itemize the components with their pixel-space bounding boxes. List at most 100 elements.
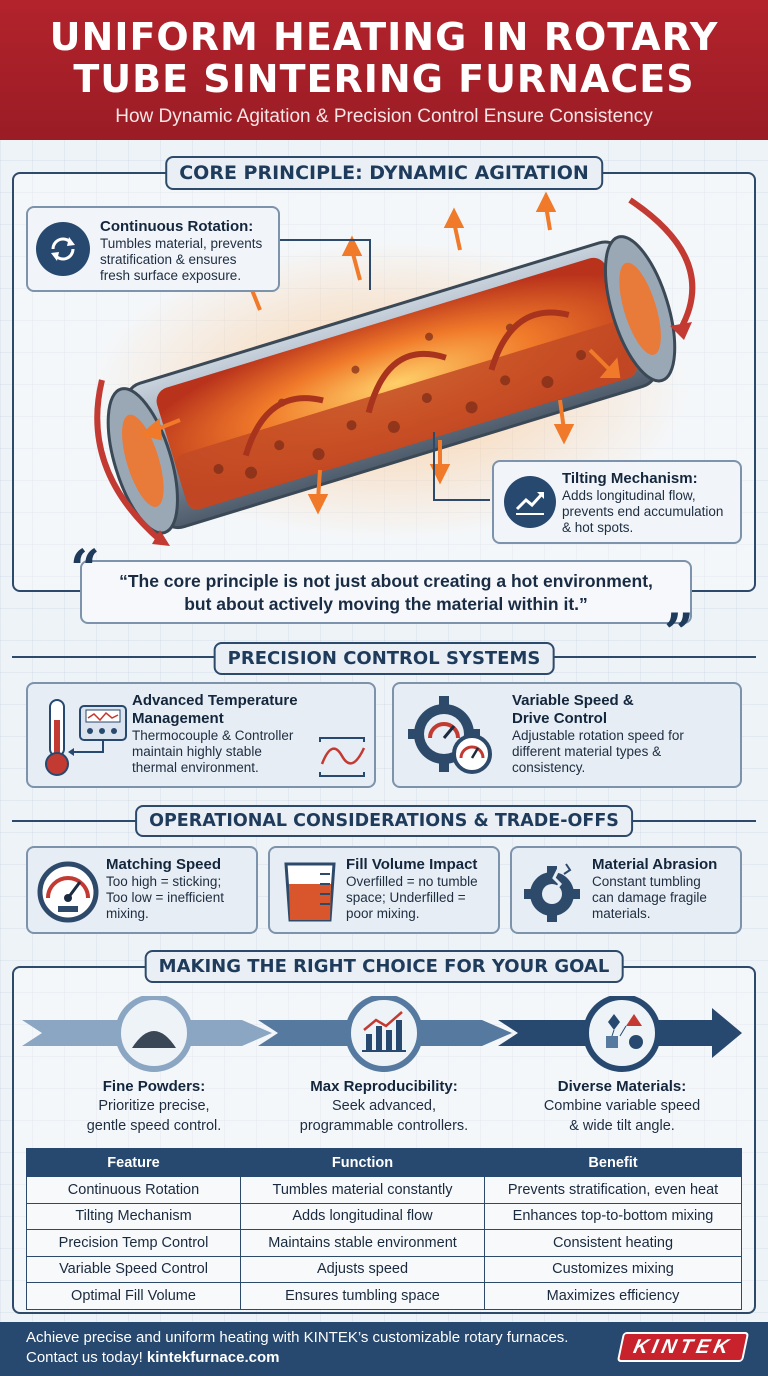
rotation-arrow-right [628,197,696,332]
header-function: Function [240,1148,485,1177]
matching-text-2: Too low = inefficient [106,890,224,905]
abrasion-text-1: Constant tumbling [592,874,701,889]
table-row: Variable Speed Control Adjusts speed Cus… [26,1255,742,1283]
speed-title-1: Variable Speed & [512,692,634,709]
table-cell: Continuous Rotation [26,1176,241,1204]
table-cell: Optimal Fill Volume [26,1282,241,1310]
core-principle-title: CORE PRINCIPLE: DYNAMIC AGITATION [165,156,603,190]
table-cell: Precision Temp Control [26,1229,241,1257]
tilting-mechanism-card: Tilting Mechanism: Adds longitudinal flo… [492,460,742,544]
goal-2-title: Max Reproducibility: [310,1078,458,1095]
abrasion-text-2: can damage fragile [592,890,707,905]
goal-1-line-2: gentle speed control. [86,1118,222,1134]
close-quote-mark: ” [664,603,694,664]
tilt-text-1: Adds longitudinal flow, [562,488,696,503]
title-line-1: UNIFORM HEATING IN ROTARY [49,15,719,59]
temperature-management-card: Advanced Temperature Management Thermoco… [26,682,376,788]
shapes-icon [606,1014,643,1049]
speed-drive-card: Variable Speed & Drive Control Adjustabl… [392,682,742,788]
rotation-text-3: fresh surface exposure. [100,268,242,283]
tube-right-opening [619,262,661,355]
website-link[interactable]: kintekfurnace.com [146,1349,280,1366]
continuous-rotation-card: Continuous Rotation: Tumbles material, p… [26,206,280,292]
table-cell: Adds longitudinal flow [240,1202,485,1230]
core-principle-quote: “The core principle is not just about cr… [80,560,692,624]
speed-text-2: different material types & [512,744,662,759]
temperature-text-2: maintain highly stable [132,744,262,759]
goal-3-line-1: Combine variable speed [543,1098,701,1114]
header-feature: Feature [26,1148,241,1177]
table-cell: Ensures tumbling space [240,1282,485,1310]
flow-arrows [242,309,570,457]
rotation-title: Continuous Rotation: [100,218,254,235]
goal-1-line-1: Prioritize precise, [98,1098,210,1114]
goals-flow-arrows [22,996,742,1072]
rotation-text-2: stratification & ensures [100,252,237,267]
goal-circle-2 [345,996,423,1072]
table-row: Tilting Mechanism Adds longitudinal flow… [26,1202,742,1230]
matching-text-1: Too high = sticking; [106,874,222,889]
rotation-arrowhead-right [670,322,692,340]
temperature-title-1: Advanced Temperature [132,692,298,709]
page-title: UNIFORM HEATING IN ROTARY TUBE SINTERING… [0,0,768,100]
goal-1-title: Fine Powders: [102,1078,206,1095]
goal-max-reproducibility: Max Reproducibility: Seek advanced, prog… [284,1078,484,1135]
fill-text-2: space; Underfilled = [346,890,466,905]
speed-text-1: Adjustable rotation speed for [512,728,684,743]
footer-line-2: Contact us today! kintekfurnace.com [26,1348,742,1368]
fill-text-3: poor mixing. [346,906,420,921]
table-row: Continuous Rotation Tumbles material con… [26,1176,742,1204]
matching-title: Matching Speed [106,856,222,873]
rotation-arrow-left [94,379,162,543]
abrasion-text-3: materials. [592,906,651,921]
goal-fine-powders: Fine Powders: Prioritize precise, gentle… [54,1078,254,1135]
sine-control-icon [319,737,366,777]
table-row: Optimal Fill Volume Ensures tumbling spa… [26,1282,742,1310]
goal-2-line-1: Seek advanced, [332,1098,436,1114]
feature-table: Feature Function Benefit Continuous Rota… [26,1148,742,1310]
tilt-title: Tilting Mechanism: [562,470,698,487]
table-cell: Prevents stratification, even heat [484,1176,742,1204]
temperature-title-2: Management [132,710,224,727]
open-quote-mark: “ [70,539,100,600]
tilt-callout-connector [433,432,490,501]
table-cell: Customizes mixing [484,1255,742,1283]
material-bed [175,321,637,510]
table-cell: Variable Speed Control [26,1255,241,1283]
table-cell: Enhances top-to-bottom mixing [484,1202,742,1230]
tube-left-opening [122,414,164,507]
matching-speed-card: Matching Speed Too high = sticking; Too … [26,846,258,934]
table-cell: Consistent heating [484,1229,742,1257]
temperature-text-3: thermal environment. [132,760,259,775]
footer-line-1: Achieve precise and uniform heating with… [26,1329,569,1346]
table-cell: Maintains stable environment [240,1229,485,1257]
kintek-logo[interactable]: KINTEK [616,1332,750,1362]
rotation-icon [36,222,90,276]
rotation-arrowhead-left [152,530,170,546]
bar-chart-icon [362,1011,406,1052]
footer-cta: Contact us today! [26,1349,147,1366]
thermometer-controller-icon [45,699,127,776]
quote-line-1: “The core principle is not just about cr… [119,571,653,591]
table-header-row: Feature Function Benefit [26,1148,742,1177]
beaker-icon [284,862,336,922]
trend-up-icon [504,476,556,528]
material-abrasion-card: Material Abrasion Constant tumbling can … [510,846,742,934]
tilt-text-2: prevents end accumulation [562,504,724,519]
rotation-callout-connector [280,239,371,290]
quote-line-2: but about actively moving the material w… [184,594,588,614]
header-banner: UNIFORM HEATING IN ROTARY TUBE SINTERING… [0,0,768,140]
cracked-gear-icon [524,863,580,922]
speed-title-2: Drive Control [512,710,608,727]
goal-3-title: Diverse Materials: [557,1078,687,1095]
goal-2-line-2: programmable controllers. [299,1118,469,1134]
title-line-2: TUBE SINTERING FURNACES [73,57,695,101]
speedometer-icon [37,861,99,923]
abrasion-title: Material Abrasion [592,856,718,873]
goals-title: MAKING THE RIGHT CHOICE FOR YOUR GOAL [144,950,624,983]
rotation-text-1: Tumbles material, prevents [100,236,263,251]
gear-gauge-icon [408,696,492,774]
temperature-text-1: Thermocouple & Controller [132,728,294,743]
page-subtitle: How Dynamic Agitation & Precision Contro… [115,106,653,127]
speed-text-3: consistency. [512,760,586,775]
